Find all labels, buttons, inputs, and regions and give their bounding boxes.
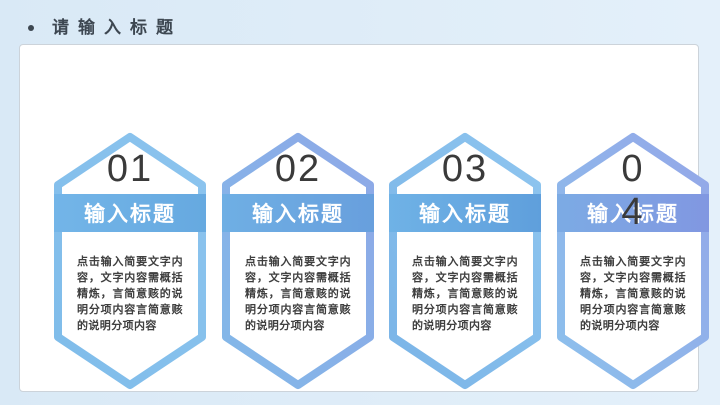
card-banner[interactable]: 输入标题	[54, 194, 206, 232]
card-number: 0 4	[621, 148, 645, 233]
hexagon-card-2[interactable]: 02 输入标题 点击输入简要文字内容，文字内容需概括精炼，言简意赅的说明分项内容…	[222, 132, 374, 390]
slide-title-row: 请输入标题	[28, 12, 182, 44]
card-banner-label: 输入标题	[84, 203, 176, 226]
card-number: 01	[106, 148, 154, 190]
card-banner[interactable]: 输入标题	[557, 194, 709, 232]
card-number: 03	[441, 148, 489, 190]
hexagon-card-1[interactable]: 01 输入标题 点击输入简要文字内容，文字内容需概括精炼，言简意赅的说明分项内容…	[54, 132, 206, 390]
card-banner-label: 输入标题	[252, 203, 344, 226]
card-body-text[interactable]: 点击输入简要文字内容，文字内容需概括精炼，言简意赅的说明分项内容言简意赅的说明分…	[412, 256, 518, 332]
slide-canvas: 01 输入标题 点击输入简要文字内容，文字内容需概括精炼，言简意赅的说明分项内容…	[19, 44, 709, 392]
card-body-text[interactable]: 点击输入简要文字内容，文字内容需概括精炼，言简意赅的说明分项内容言简意赅的说明分…	[580, 256, 686, 332]
card-banner[interactable]: 输入标题	[222, 194, 374, 232]
card-banner-label: 输入标题	[419, 203, 511, 226]
card-body-text[interactable]: 点击输入简要文字内容，文字内容需概括精炼，言简意赅的说明分项内容言简意赅的说明分…	[77, 256, 183, 332]
bullet-icon	[28, 25, 34, 31]
card-number: 02	[274, 148, 322, 190]
card-banner[interactable]: 输入标题	[389, 194, 541, 232]
hexagon-card-4[interactable]: 0 4 输入标题 点击输入简要文字内容，文字内容需概括精炼，言简意赅的说明分项内…	[557, 132, 709, 390]
page-title[interactable]: 请输入标题	[52, 18, 182, 37]
card-banner-label: 输入标题	[587, 203, 679, 226]
hexagon-card-3[interactable]: 03 输入标题 点击输入简要文字内容，文字内容需概括精炼，言简意赅的说明分项内容…	[389, 132, 541, 390]
card-body-text[interactable]: 点击输入简要文字内容，文字内容需概括精炼，言简意赅的说明分项内容言简意赅的说明分…	[245, 256, 351, 332]
